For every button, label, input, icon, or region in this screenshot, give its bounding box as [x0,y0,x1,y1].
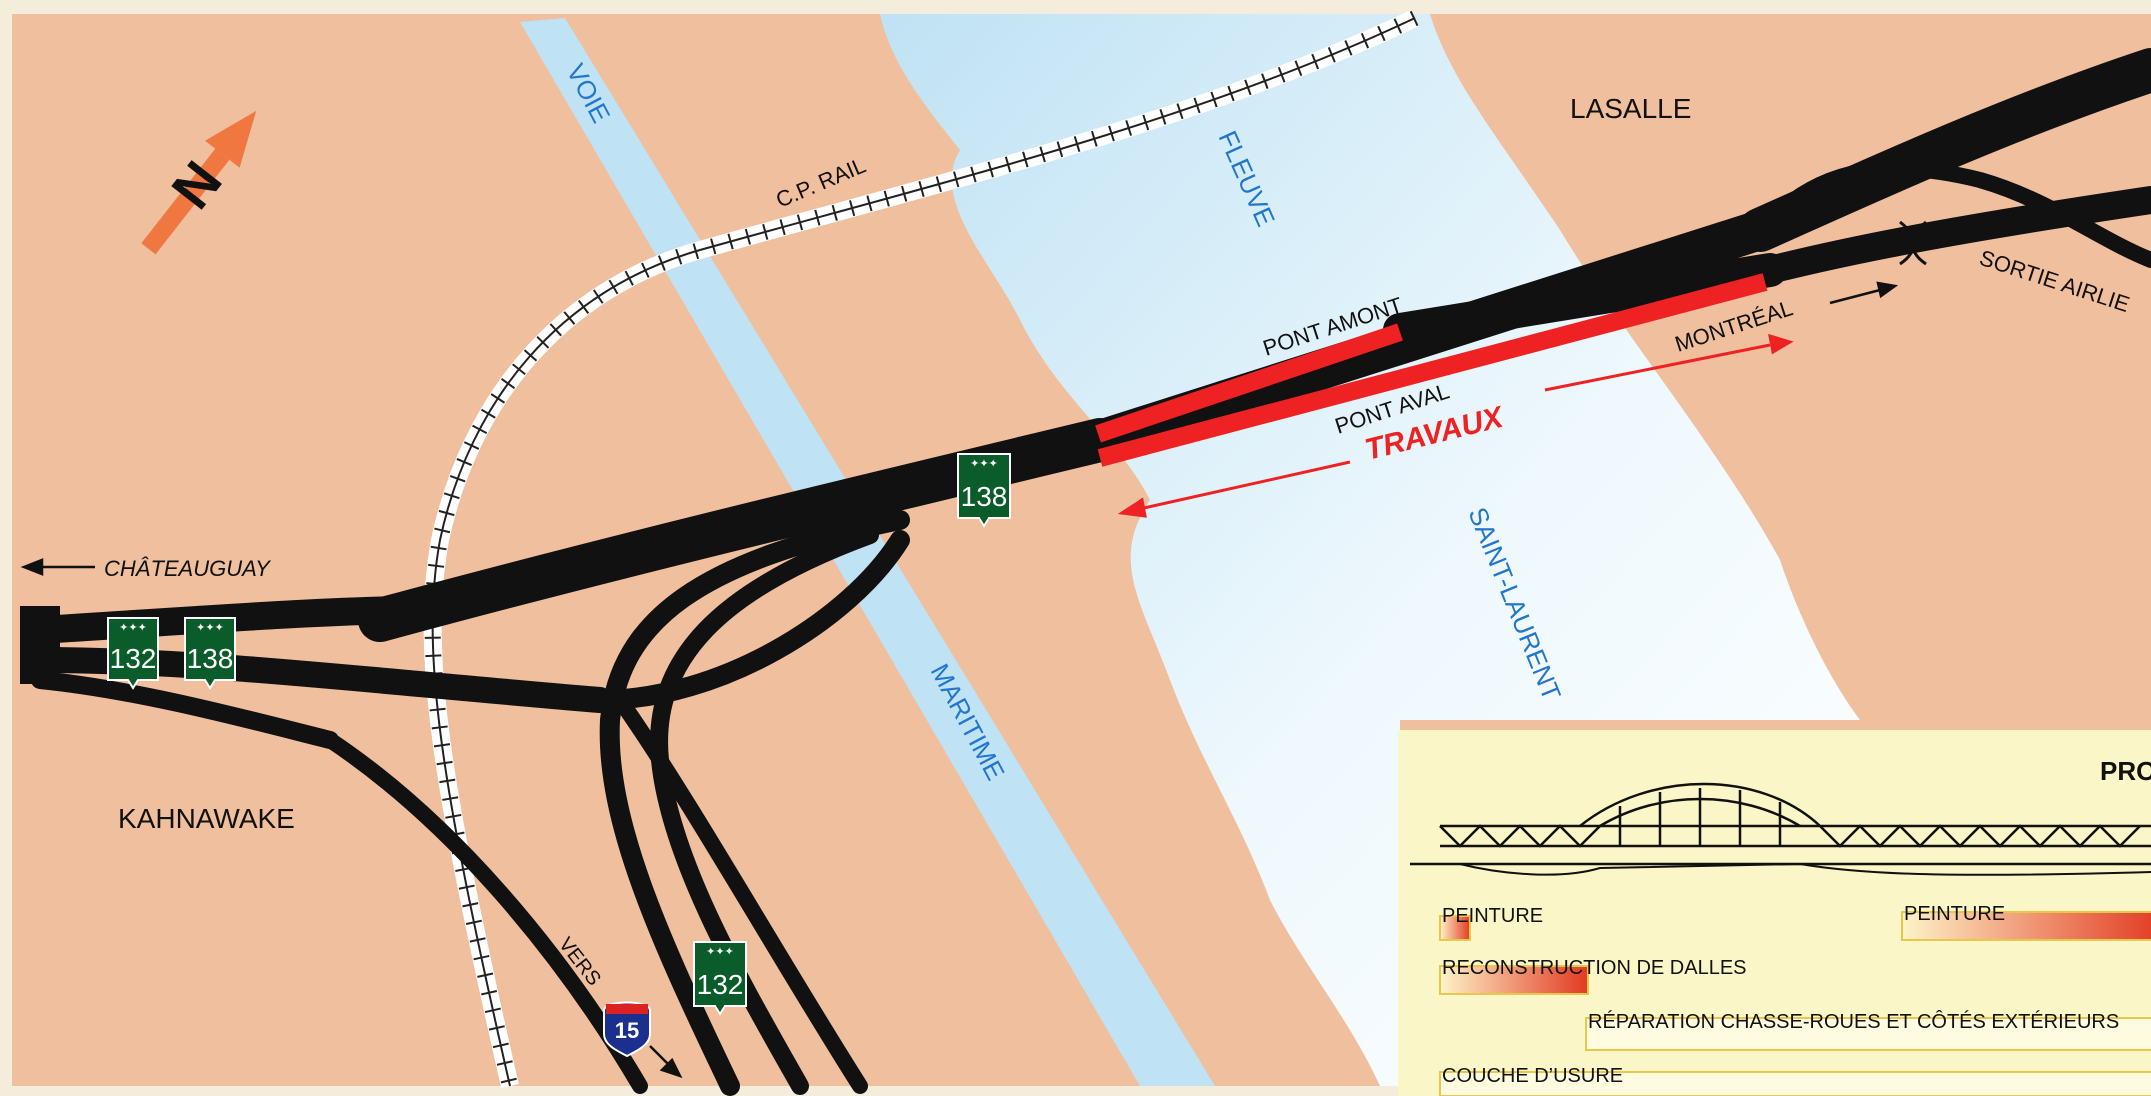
shield-r132-south: ✦✦✦ 132 [693,941,747,1016]
shield-i15: 15 [603,1001,651,1058]
svg-text:✦✦✦: ✦✦✦ [970,458,998,470]
vers-i15-arrow [649,1045,683,1079]
chateauguay-arrow [20,558,95,576]
legend-bar-dalles [1439,965,1589,995]
montreal-arrow [1829,281,1899,305]
legend-bar-peinture-2 [1901,911,2151,941]
river-saint-laurent [880,14,1860,1086]
legend-item-chasse-roues: RÉPARATION CHASSE-ROUES ET CÔTÉS EXTÉRIE… [1588,1010,2119,1033]
shield-r138-bridge: ✦✦✦ 138 [957,453,1011,528]
works-segments [1095,273,1768,467]
cp-rail-center [431,17,1416,1087]
legend-item-couche: COUCHE D’USURE [1442,1065,1623,1087]
shield-r138-west: ✦✦✦ 138 [184,617,236,690]
road-network [20,48,2151,1096]
travaux-arrows [1117,333,1794,518]
shield-r138-bridge-number: 138 [961,481,1008,512]
legend-item-peinture-1: PEINTURE [1442,905,1543,927]
legend-title: PRO [2100,756,2151,786]
legend-panel: PRO PEINTURE PEINTURE RECONSTRUCTION DE … [1398,730,2151,1096]
label-lasalle: LASALLE [1570,93,1691,124]
shield-r132-south-number: 132 [697,969,744,1000]
label-kahnawake: KAHNAWAKE [118,803,295,834]
exit-marker [1899,220,1927,266]
legend-bar-peinture-1 [1439,915,1471,941]
svg-text:✦✦✦: ✦✦✦ [196,622,224,634]
shield-r132-west-number: 132 [110,643,157,674]
works-pont-amont [1095,323,1403,443]
legend-bar-couche [1439,1071,2151,1096]
legend-item-dalles: RECONSTRUCTION DE DALLES [1442,957,1747,979]
north-arrow: N [141,110,257,255]
shield-r138-west-number: 138 [187,643,234,674]
seaway-channel [520,18,1215,1086]
legend-bar-chasse-roues [1585,1017,2151,1051]
legend-item-peinture-2: PEINTURE [1904,903,2005,925]
shield-i15-number: 15 [615,1018,639,1043]
bridge-silhouette-icon [1410,782,2151,876]
shield-r132-west: ✦✦✦ 132 [107,617,159,690]
svg-text:✦✦✦: ✦✦✦ [119,622,147,634]
svg-text:✦✦✦: ✦✦✦ [706,946,734,958]
label-chateauguay: CHÂTEAUGUAY [104,556,271,581]
works-pont-aval [1097,273,1768,467]
